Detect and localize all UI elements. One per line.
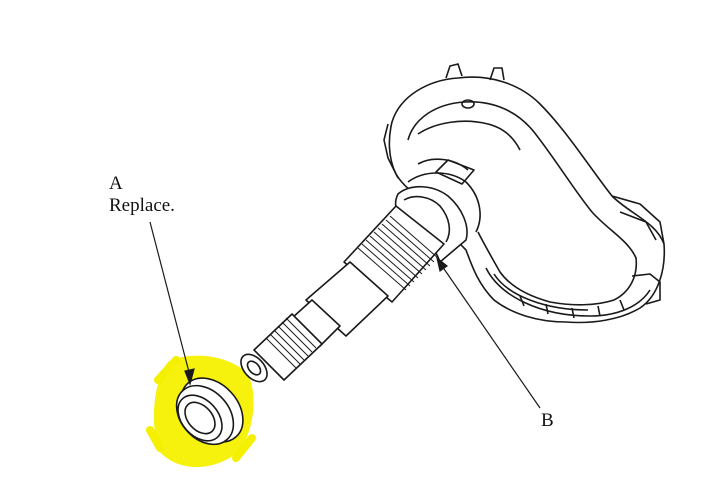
part-a-seal [175, 377, 244, 446]
stem-threads [265, 215, 439, 369]
callout-b-letter: B [541, 410, 554, 431]
leader-line-b [441, 265, 541, 409]
callout-a-note: Replace. [109, 195, 175, 216]
leader-lines [149, 221, 541, 409]
arrowhead-a [184, 368, 195, 386]
callout-a-letter: A [109, 173, 123, 194]
arrowhead-b [436, 256, 448, 273]
sensor-housing [383, 63, 666, 324]
valve-stem [240, 185, 468, 383]
leader-line-a [149, 221, 191, 377]
